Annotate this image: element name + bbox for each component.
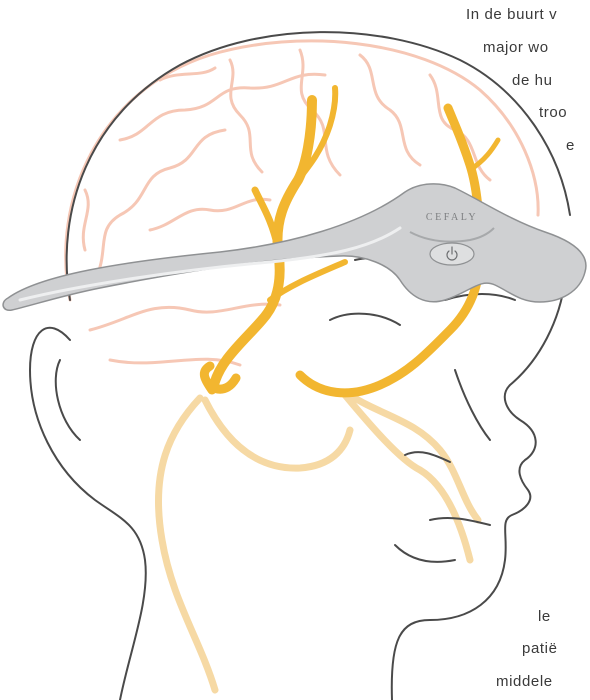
text-bottom-line-1: le bbox=[538, 608, 551, 625]
text-bottom-line-3: middele bbox=[496, 673, 553, 690]
text-top-line-1: In de buurt v bbox=[466, 6, 557, 23]
device-brand-label: CEFALY bbox=[426, 212, 478, 223]
text-top-line-2: major wo bbox=[483, 39, 549, 56]
faded-nerves bbox=[158, 395, 478, 690]
head-outline bbox=[30, 32, 570, 700]
text-top-line-5: e bbox=[566, 137, 575, 154]
text-bottom-line-2: patië bbox=[522, 640, 558, 657]
text-top-line-4: troo bbox=[539, 104, 567, 121]
text-top-line-3: de hu bbox=[512, 72, 553, 89]
cefaly-device bbox=[3, 184, 586, 310]
